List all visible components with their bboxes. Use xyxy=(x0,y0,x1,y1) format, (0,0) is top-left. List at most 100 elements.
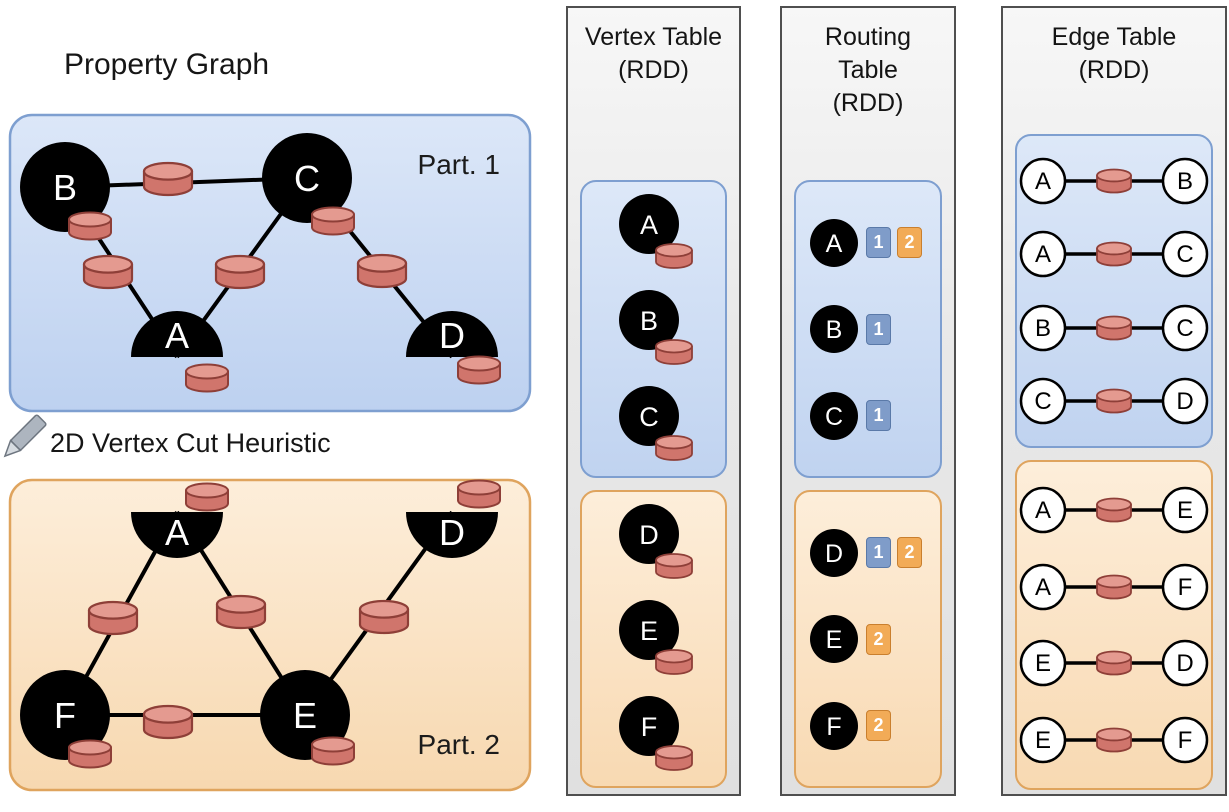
svg-text:C: C xyxy=(1176,241,1193,268)
database-cylinder-icon xyxy=(654,553,693,579)
svg-text:D: D xyxy=(439,512,465,553)
svg-text:A: A xyxy=(639,210,657,240)
svg-text:C: C xyxy=(1176,315,1193,342)
partition-label: Part. 2 xyxy=(418,729,500,760)
graph-vertex-A: A xyxy=(131,512,223,558)
graph-vertex-D: D xyxy=(406,512,498,558)
svg-text:F: F xyxy=(826,713,841,741)
routing-vertex-E: E xyxy=(810,615,858,663)
vertex-entry-E: E xyxy=(618,600,693,675)
svg-text:F: F xyxy=(54,695,76,736)
routing-table-title: Routing Table (RDD) xyxy=(824,23,912,117)
vertex-table-title: Vertex Table (RDD) xyxy=(584,23,723,84)
svg-text:D: D xyxy=(825,540,843,568)
graph-vertex-F: F xyxy=(20,670,110,760)
vertex-table-partition-1-box: A B C xyxy=(580,180,727,478)
partition-ref-badge-2: 2 xyxy=(897,227,922,258)
database-cylinder-icon xyxy=(1096,727,1132,752)
svg-text:E: E xyxy=(1035,727,1051,754)
graph-vertex-D: D xyxy=(406,311,498,357)
database-cylinder-icon xyxy=(311,206,355,236)
partition-ref-badge-2: 2 xyxy=(897,537,922,568)
database-cylinder-icon xyxy=(82,254,134,290)
database-cylinder-icon xyxy=(185,482,229,512)
routing-vertex-C: C xyxy=(810,391,858,440)
svg-text:C: C xyxy=(639,402,659,432)
database-cylinder-icon xyxy=(356,253,408,289)
svg-text:B: B xyxy=(826,316,843,344)
svg-text:B: B xyxy=(1177,168,1193,195)
svg-text:D: D xyxy=(1176,388,1193,415)
vertex-table-partition-2-box: D E F xyxy=(580,490,727,788)
svg-text:E: E xyxy=(826,626,843,654)
pencil-icon xyxy=(3,414,47,458)
routing-vertex-A: A xyxy=(810,218,858,267)
database-cylinder-icon xyxy=(654,339,693,365)
svg-text:A: A xyxy=(826,230,843,258)
graph-vertex-C: C xyxy=(262,133,352,223)
database-cylinder-icon xyxy=(1096,315,1132,340)
database-cylinder-icon xyxy=(1096,497,1132,523)
database-cylinder-icon xyxy=(654,649,693,675)
database-cylinder-icon xyxy=(87,600,139,636)
svg-text:A: A xyxy=(1035,574,1051,601)
database-cylinder-icon xyxy=(1096,241,1132,267)
database-cylinder-icon xyxy=(142,161,194,197)
database-cylinder-icon xyxy=(215,594,267,630)
svg-text:D: D xyxy=(439,315,465,356)
svg-text:E: E xyxy=(639,616,657,646)
svg-text:D: D xyxy=(639,520,659,550)
partition-box xyxy=(8,478,532,792)
database-cylinder-icon xyxy=(185,363,229,393)
graph-vertex-A: A xyxy=(131,311,223,357)
database-cylinder-icon xyxy=(68,739,112,769)
property-graph-title: Property Graph xyxy=(64,48,269,81)
svg-text:F: F xyxy=(1178,727,1193,754)
database-cylinder-icon xyxy=(142,704,194,740)
vertex-entry-A: A xyxy=(618,194,693,269)
svg-text:C: C xyxy=(294,158,320,199)
svg-text:D: D xyxy=(1176,650,1193,677)
database-cylinder-icon xyxy=(1096,574,1132,600)
svg-text:C: C xyxy=(1034,388,1051,415)
graph-vertex-B: B xyxy=(20,142,110,232)
database-cylinder-icon xyxy=(214,254,266,290)
database-cylinder-icon xyxy=(1096,168,1132,194)
database-cylinder-icon xyxy=(1096,388,1132,414)
svg-text:B: B xyxy=(53,167,77,208)
vertex-table-panel: Vertex Table (RDD) A B C D E F xyxy=(566,6,741,796)
edge-table-title: Edge Table (RDD) xyxy=(1051,23,1177,84)
database-cylinder-icon xyxy=(68,211,112,241)
svg-text:A: A xyxy=(1035,168,1051,195)
routing-vertex-F: F xyxy=(810,701,858,750)
svg-text:A: A xyxy=(165,315,189,356)
partition-ref-badge-1: 1 xyxy=(866,400,891,431)
vertex-entry-F: F xyxy=(618,696,693,771)
vertex-entry-B: B xyxy=(618,290,693,365)
svg-text:A: A xyxy=(1035,241,1051,268)
database-cylinder-icon xyxy=(1096,650,1132,676)
routing-vertex-B: B xyxy=(810,305,858,353)
partition-ref-badge-1: 1 xyxy=(866,537,891,568)
database-cylinder-icon xyxy=(457,355,501,385)
routing-vertex-D: D xyxy=(810,528,858,577)
